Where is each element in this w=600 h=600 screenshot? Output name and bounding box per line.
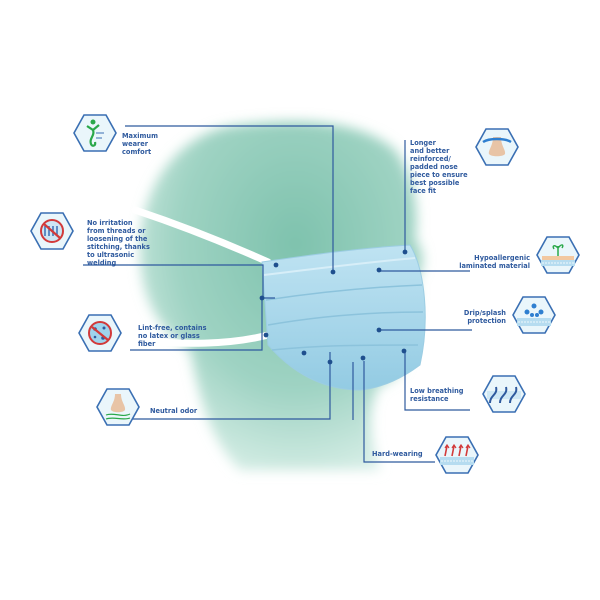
feature-nose-badge [475, 128, 519, 166]
feature-splash-badge [512, 296, 556, 334]
feature-splash-label: Drip/splash protection [463, 309, 506, 325]
feature-odor-label: Neutral odor [150, 407, 198, 415]
feature-lint-label: Lint-free, contains no latex or glass fi… [138, 324, 207, 348]
feature-wear-badge [435, 436, 479, 474]
feature-breath-badge [482, 375, 526, 413]
feature-wear-label: Hard-wearing [372, 450, 423, 458]
lower-ear-strap [136, 331, 272, 347]
feature-hypo-label: Hypoallergenic laminated material [459, 254, 530, 270]
feature-odor-badge [96, 388, 140, 426]
airflow-icon [482, 375, 526, 413]
nose-neutral-icon [96, 388, 140, 426]
no-fiber-icon [78, 314, 122, 352]
feature-hypo-badge [536, 236, 580, 274]
person-comfort-icon [73, 114, 117, 152]
feature-comfort-badge [73, 114, 117, 152]
feature-welding-label: No irritation from threads or loosening … [87, 219, 150, 267]
upper-ear-strap [131, 206, 272, 266]
feature-nose-label: Longer and better reinforced/ padded nos… [410, 139, 468, 195]
nose-piece-icon [475, 128, 519, 166]
arrows-up-icon [435, 436, 479, 474]
feature-comfort-label: Maximum wearer comfort [122, 132, 158, 156]
feature-lint-badge [78, 314, 122, 352]
sprout-layer-icon [536, 236, 580, 274]
feature-breath-label: Low breathing resistance [410, 387, 464, 403]
feature-welding-badge [30, 212, 74, 250]
droplets-icon [512, 296, 556, 334]
no-stitching-icon [30, 212, 74, 250]
